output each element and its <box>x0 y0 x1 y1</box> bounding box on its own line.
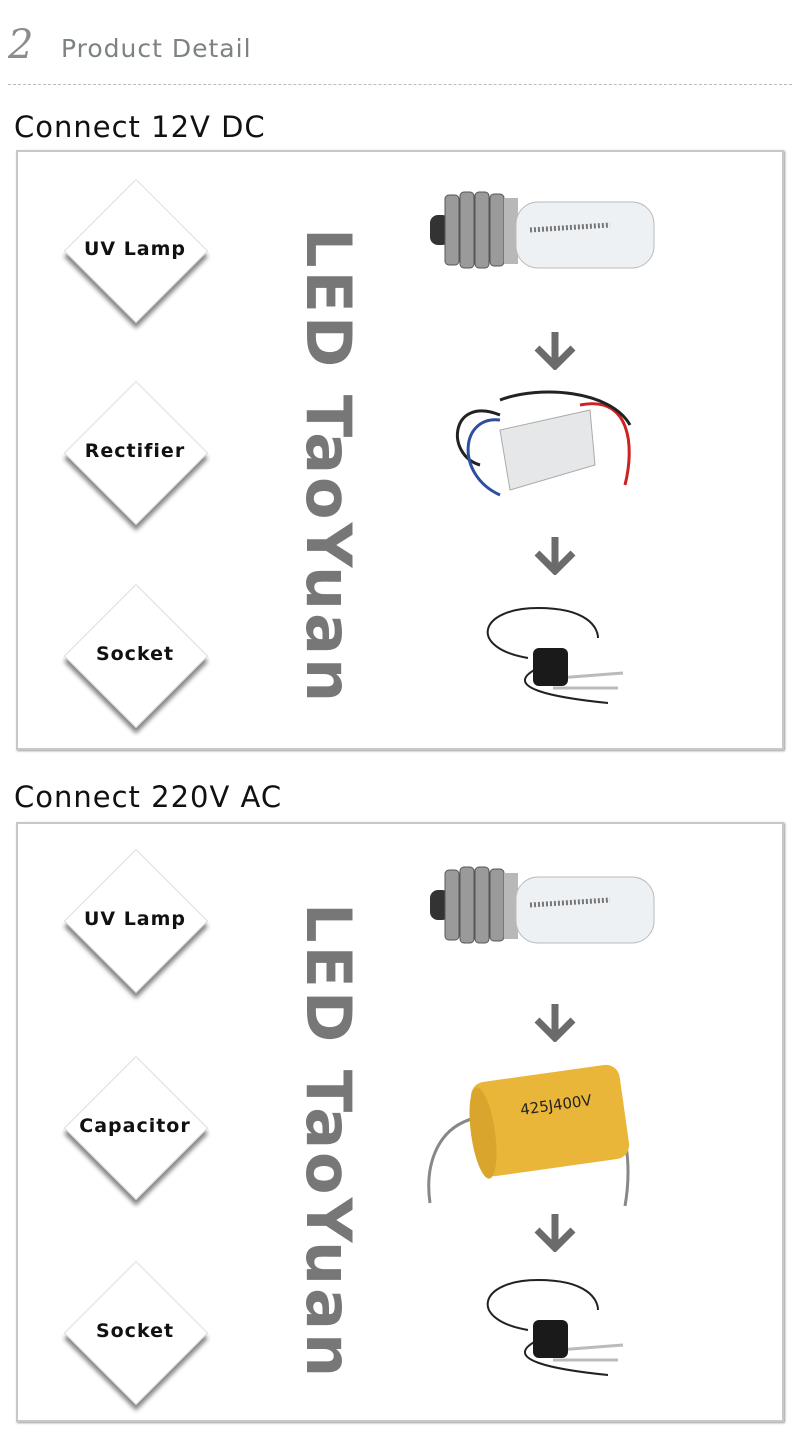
arrow-down-icon <box>534 1214 576 1252</box>
watermark: LED TaoYuan <box>292 228 365 706</box>
step-label: Socket <box>95 643 175 665</box>
watermark: LED TaoYuan <box>292 903 365 1381</box>
arrow-down-icon <box>534 332 576 370</box>
step-label: Socket <box>95 1320 175 1342</box>
socket-photo <box>486 606 624 704</box>
socket-photo <box>486 1278 624 1376</box>
step-uv-lamp: UV Lamp <box>63 178 209 324</box>
section-title-220v: Connect 220V AC <box>14 780 283 814</box>
step-label: Capacitor <box>79 1115 191 1137</box>
capacitor-photo <box>427 1064 630 1207</box>
arrow-down-icon <box>534 537 576 575</box>
uv-lamp-photo <box>430 866 655 944</box>
page-title: Product Detail <box>61 34 252 63</box>
diagram-box-12v <box>16 150 784 750</box>
arrow-down-icon <box>534 1004 576 1042</box>
rectifier-photo <box>456 390 632 497</box>
uv-lamp-photo <box>430 191 655 269</box>
step-socket: Socket <box>63 583 209 729</box>
step-socket: Socket <box>63 1260 209 1406</box>
step-label: UV Lamp <box>83 908 187 930</box>
step-uv-lamp: UV Lamp <box>63 848 209 994</box>
section-number: 2 <box>8 22 34 68</box>
step-rectifier: Rectifier <box>63 380 209 526</box>
diagram-box-220v <box>16 822 784 1422</box>
step-label: Rectifier <box>84 440 186 462</box>
section-title-12v: Connect 12V DC <box>14 110 266 144</box>
step-capacitor: Capacitor <box>63 1055 209 1201</box>
step-label: UV Lamp <box>83 238 187 260</box>
divider <box>8 84 792 85</box>
